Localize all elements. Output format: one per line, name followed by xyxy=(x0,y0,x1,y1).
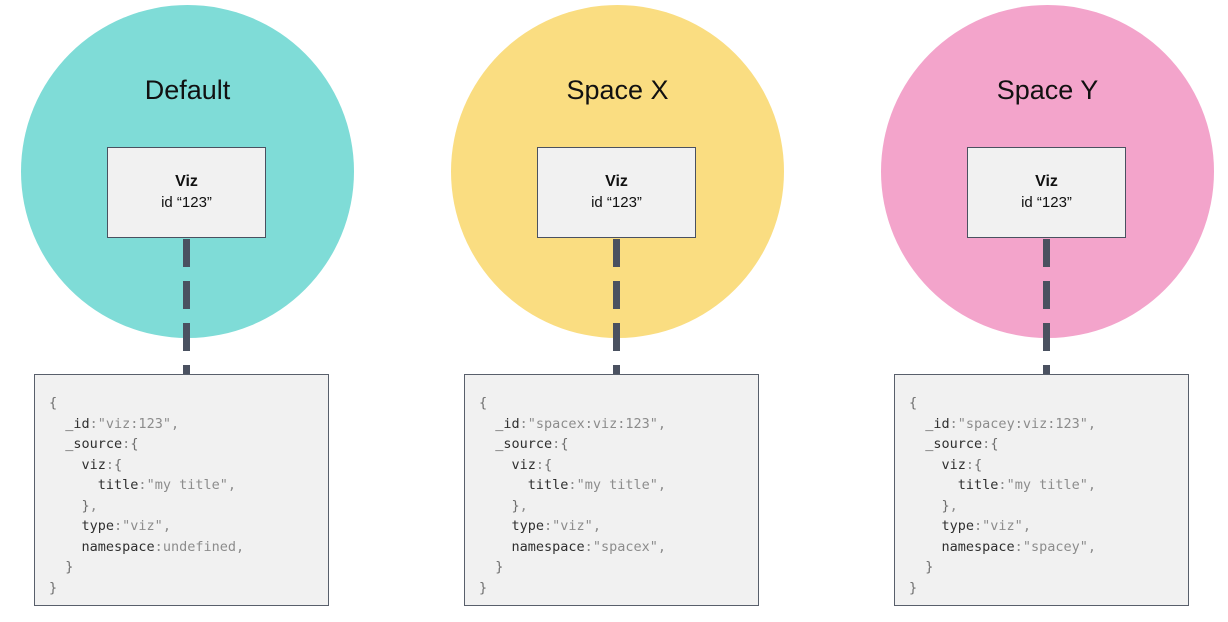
space-title-default: Default xyxy=(144,75,231,105)
viz-node-spacex: Viz id “123” xyxy=(537,147,696,238)
space-column-default: Default Viz id “123” { _id:"viz:123", _s… xyxy=(0,0,410,622)
viz-node-id: id “123” xyxy=(161,194,212,211)
viz-node-id: id “123” xyxy=(591,194,642,211)
viz-node-id: id “123” xyxy=(1021,194,1072,211)
space-title-spacey: Space Y xyxy=(996,75,1099,105)
code-block-default: { _id:"viz:123", _source:{ viz:{ title:"… xyxy=(34,374,329,606)
code-block-spacey: { _id:"spacey:viz:123", _source:{ viz:{ … xyxy=(894,374,1189,606)
dashed-connector-spacey xyxy=(1043,239,1050,375)
dashed-connector-default xyxy=(183,239,190,375)
viz-node-spacey: Viz id “123” xyxy=(967,147,1126,238)
space-column-spacex: Space X Viz id “123” { _id:"spacex:viz:1… xyxy=(430,0,840,622)
viz-node-title: Viz xyxy=(175,173,198,190)
code-block-spacex: { _id:"spacex:viz:123", _source:{ viz:{ … xyxy=(464,374,759,606)
space-column-spacey: Space Y Viz id “123” { _id:"spacey:viz:1… xyxy=(860,0,1228,622)
space-title-spacex: Space X xyxy=(566,75,669,105)
dashed-connector-spacex xyxy=(613,239,620,375)
viz-node-title: Viz xyxy=(1035,173,1058,190)
code-content-spacex: { _id:"spacex:viz:123", _source:{ viz:{ … xyxy=(479,395,666,596)
code-content-spacey: { _id:"spacey:viz:123", _source:{ viz:{ … xyxy=(909,395,1096,596)
viz-node-default: Viz id “123” xyxy=(107,147,266,238)
viz-node-title: Viz xyxy=(605,173,628,190)
code-content-default: { _id:"viz:123", _source:{ viz:{ title:"… xyxy=(49,395,245,596)
